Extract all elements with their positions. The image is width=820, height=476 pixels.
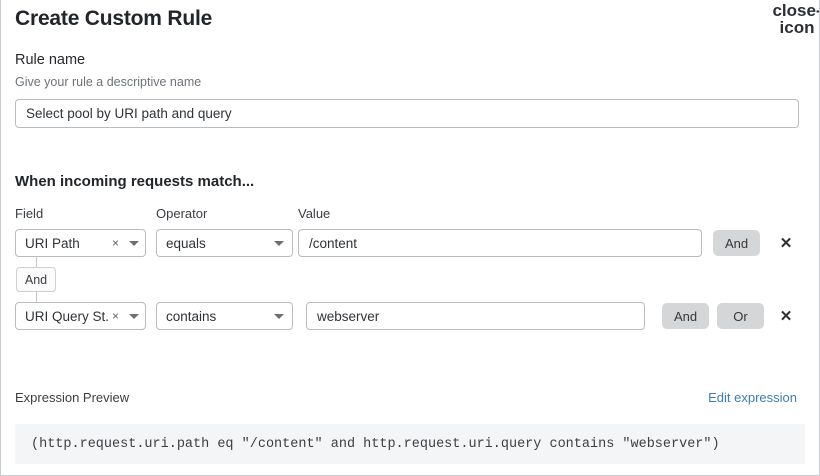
close-icon[interactable]: close-icon: [772, 1, 820, 37]
connector-line-bottom: [36, 291, 37, 302]
value-input-row-2[interactable]: [306, 302, 645, 330]
and-button-row-2[interactable]: And: [662, 303, 709, 329]
or-button-row-2[interactable]: Or: [717, 303, 764, 329]
rule-name-input[interactable]: [15, 99, 799, 128]
value-input-row-1[interactable]: [298, 229, 702, 257]
page-title: Create Custom Rule: [15, 7, 213, 30]
chevron-down-icon[interactable]: [123, 313, 145, 319]
column-label-field: Field: [15, 206, 44, 221]
clear-icon[interactable]: ×: [111, 309, 119, 323]
field-select-value-row-1: URI Path: [25, 235, 80, 251]
chevron-down-icon[interactable]: [266, 313, 292, 319]
chevron-down-icon[interactable]: [123, 240, 145, 246]
expression-preview-label: Expression Preview: [15, 390, 130, 405]
operator-select-value-row-1: equals: [166, 235, 206, 251]
group-connector-and-button[interactable]: And: [16, 267, 56, 292]
rule-name-help-text: Give your rule a descriptive name: [15, 75, 202, 89]
clear-icon[interactable]: ×: [111, 236, 119, 250]
rule-name-label: Rule name: [15, 52, 86, 68]
remove-condition-icon-row-2[interactable]: ✕: [775, 305, 797, 327]
edit-expression-link[interactable]: Edit expression: [708, 390, 797, 405]
field-select-row-2[interactable]: URI Query St... ×: [15, 302, 146, 330]
field-select-row-1[interactable]: URI Path ×: [15, 229, 146, 257]
chevron-down-icon[interactable]: [266, 240, 292, 246]
operator-select-row-1[interactable]: equals: [156, 229, 293, 257]
remove-condition-icon-row-1[interactable]: ✕: [775, 232, 797, 254]
column-label-value: Value: [298, 206, 331, 221]
field-select-value-row-2: URI Query St...: [25, 308, 108, 324]
match-section-heading: When incoming requests match...: [15, 173, 255, 190]
operator-select-value-row-2: contains: [166, 308, 217, 324]
expression-preview-code: (http.request.uri.path eq "/content" and…: [15, 424, 805, 464]
operator-select-row-2[interactable]: contains: [156, 302, 293, 330]
connector-line-top: [36, 257, 37, 268]
column-label-operator: Operator: [156, 206, 208, 221]
and-button-row-1[interactable]: And: [713, 230, 760, 256]
